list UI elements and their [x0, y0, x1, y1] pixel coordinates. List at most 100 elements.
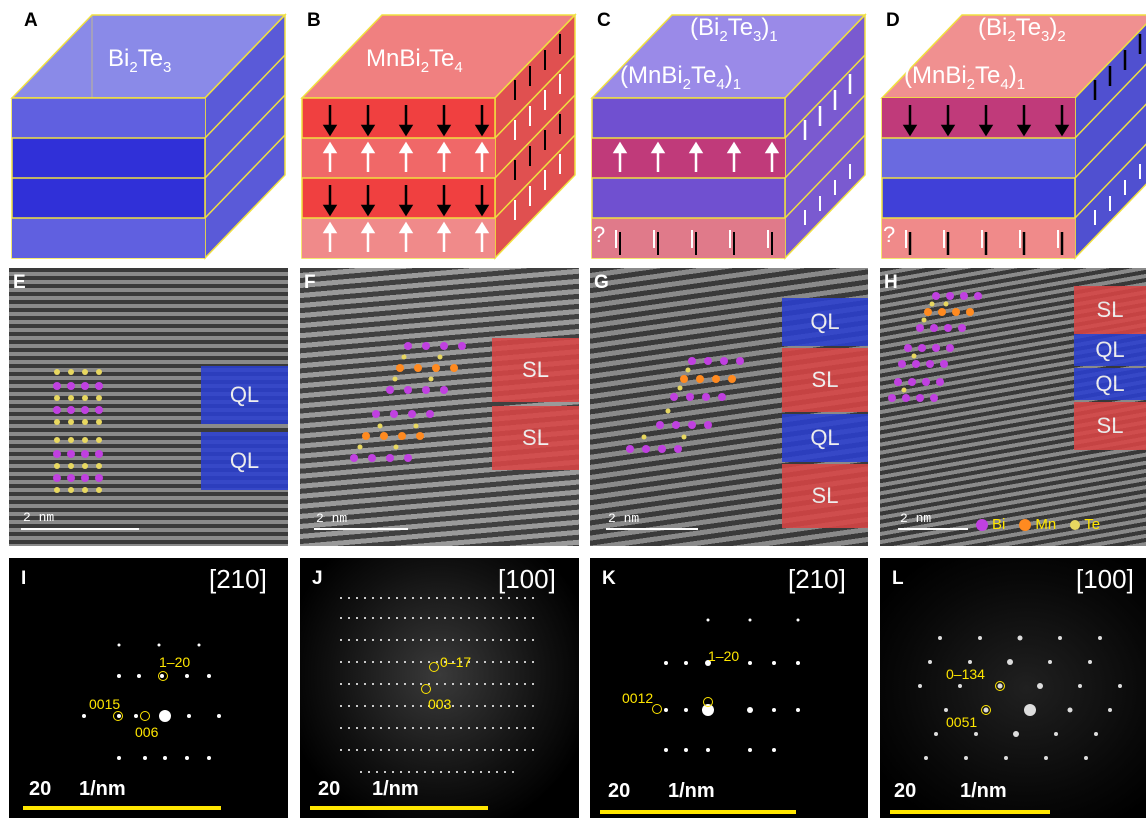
panel-label-i: I — [21, 568, 27, 589]
panel-label-k: K — [602, 568, 616, 589]
stem-panel-f: F SL SL 2 nm — [300, 268, 579, 546]
box-d-superlattice — [880, 14, 1146, 260]
scale-number-k: 20 — [608, 780, 631, 802]
scale-number-i: 20 — [29, 778, 52, 800]
stem-panel-g: G QL SL QL SL 2 nm — [590, 268, 868, 546]
box-c-title-line1: (Bi2Te3)1 — [690, 14, 778, 45]
panel-label-c: C — [597, 10, 611, 31]
spots-k — [664, 618, 800, 752]
scale-number-l: 20 — [894, 780, 917, 802]
scale-bar-e — [21, 528, 139, 530]
layer-block-h-4: SL — [1074, 402, 1146, 450]
scale-label-e: 2 nm — [23, 510, 55, 525]
scale-unit-k: 1/nm — [668, 780, 715, 802]
scale-bar-f — [314, 528, 408, 530]
box-d-question: ? — [883, 222, 896, 247]
spot-label-k-2: 0012 — [622, 690, 654, 706]
spot-label-j-1: 0–17 — [440, 654, 472, 670]
panel-label-g: G — [594, 272, 609, 293]
panel-label-l: L — [892, 568, 904, 589]
layer-block-f-1: SL — [492, 338, 579, 402]
stem-panel-e: E QL QL 2 nm — [9, 268, 288, 546]
layer-block-e-2: QL — [201, 432, 288, 490]
scale-bar-l — [890, 810, 1050, 814]
panel-label-d: D — [886, 10, 900, 31]
spot-ring-i-2 — [113, 711, 123, 721]
spot-label-l-2: 0051 — [946, 714, 978, 730]
scale-bar-i — [23, 806, 221, 810]
box-a-bi2te3 — [10, 13, 287, 260]
spots-l — [918, 635, 1122, 760]
layer-block-g-2: SL — [782, 348, 868, 412]
box-d-title-line1: (Bi2Te3)2 — [978, 14, 1066, 45]
bi-atom-icon — [976, 518, 988, 531]
spot-ring-k-2 — [652, 704, 662, 714]
atom-overlay-e — [53, 369, 103, 493]
atom-legend: Bi Mn Te — [976, 516, 1100, 533]
scale-label-h: 2 nm — [900, 511, 932, 526]
legend-bi: Bi — [992, 516, 1006, 533]
box-c-superlattice — [590, 13, 867, 260]
spot-label-l-1: 0–134 — [946, 666, 985, 682]
spot-label-i-2: 0015 — [89, 696, 121, 712]
box-b-mnbi2te4 — [300, 13, 577, 260]
box-c-question: ? — [593, 222, 606, 247]
box-b-title: MnBi2Te4 — [366, 45, 463, 76]
layer-block-h-2: QL — [1074, 334, 1146, 366]
layer-block-h-1: SL — [1074, 286, 1146, 334]
box-d-title-line2: (MnBi2Te4)1 — [904, 62, 1026, 93]
zone-axis-j: [100] — [498, 564, 556, 594]
atom-overlay-f — [350, 342, 466, 462]
scale-unit-l: 1/nm — [960, 780, 1007, 802]
diffraction-panel-k: K [210] 1–20 0012 20 1/nm — [590, 558, 868, 818]
scale-unit-i: 1/nm — [79, 778, 126, 800]
diffraction-panel-l: L [100] 0–134 0051 20 1/nm — [880, 558, 1146, 818]
layer-block-f-2: SL — [492, 406, 579, 470]
spot-ring-l-1 — [995, 681, 1005, 691]
scale-bar-g — [606, 528, 698, 530]
spot-label-k-1: 1–20 — [708, 648, 740, 664]
legend-mn: Mn — [1035, 516, 1057, 533]
box-c-title-line2: (MnBi2Te4)1 — [620, 62, 742, 93]
spot-ring-i-1 — [158, 671, 168, 681]
scale-bar-k — [600, 810, 796, 814]
zone-axis-l: [100] — [1076, 564, 1134, 594]
atom-overlay-h — [888, 292, 982, 402]
stem-panel-h: H SL QL QL SL 2 nm Bi Mn Te — [880, 268, 1146, 546]
layer-block-e-1: QL — [201, 366, 288, 424]
scale-label-g: 2 nm — [608, 511, 640, 526]
layer-block-g-1: QL — [782, 298, 868, 346]
layer-block-g-4: SL — [782, 464, 868, 528]
zone-axis-k: [210] — [788, 564, 846, 594]
box-a-title: Bi2Te3 — [108, 45, 172, 76]
scale-label-f: 2 nm — [316, 511, 348, 526]
spot-ring-k-1 — [703, 697, 713, 707]
spot-label-i-1: 1–20 — [159, 654, 191, 670]
spot-label-j-2: 003 — [428, 696, 452, 712]
panel-label-j: J — [312, 568, 323, 589]
diffraction-panel-j: J [100] 0–17 003 20 1/nm — [300, 558, 579, 818]
diffraction-panel-i: I [210] 1–20 0015 006 20 1/nm — [9, 558, 288, 818]
legend-te: Te — [1084, 516, 1101, 533]
scale-bar-h — [898, 528, 968, 530]
zone-axis-i: [210] — [209, 564, 267, 594]
atom-overlay-g — [626, 357, 744, 453]
spot-ring-j-1 — [429, 662, 439, 672]
spot-ring-l-2 — [981, 705, 991, 715]
layer-block-h-3: QL — [1074, 368, 1146, 400]
panel-label-b: B — [307, 10, 321, 31]
scale-number-j: 20 — [318, 778, 341, 800]
layer-block-g-3: QL — [782, 414, 868, 462]
scale-unit-j: 1/nm — [372, 778, 419, 800]
panel-label-e: E — [13, 272, 26, 293]
spot-label-i-3: 006 — [135, 724, 159, 740]
panel-label-f: F — [304, 272, 316, 293]
te-atom-icon — [1070, 519, 1081, 530]
spot-ring-i-3 — [140, 711, 150, 721]
scale-bar-j — [310, 806, 488, 810]
spots-j — [340, 597, 540, 773]
panel-label-h: H — [884, 272, 898, 293]
spot-ring-j-2 — [421, 684, 431, 694]
panel-label-a: A — [24, 10, 38, 31]
mn-atom-icon — [1019, 518, 1032, 531]
